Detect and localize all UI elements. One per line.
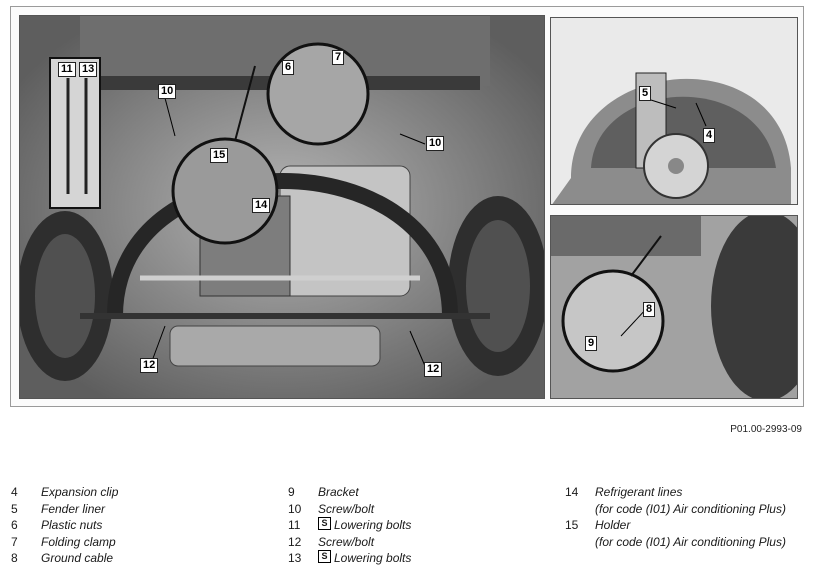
legend-text: Bracket: [318, 485, 359, 499]
legend-number: 13: [288, 551, 302, 565]
legend-text: Screw/bolt: [318, 501, 375, 516]
legend-number: 5: [11, 501, 18, 516]
callout-6: 6: [282, 60, 295, 75]
legend-item: 14 Refrigerant lines: [565, 484, 786, 501]
callout-11: 11: [58, 62, 76, 77]
legend-text: Screw/bolt: [318, 534, 375, 549]
legend-text: Fender liner: [41, 501, 106, 516]
callout-5: 5: [639, 86, 652, 101]
legend-item: 12 Screw/bolt: [288, 534, 411, 551]
legend-item: 8 Ground cable: [11, 550, 118, 567]
callout-13: 13: [79, 62, 98, 77]
legend-number: 9: [288, 485, 295, 499]
callout-15: 15: [210, 148, 229, 163]
legend-text: Expansion clip: [41, 485, 119, 499]
legend-number: 8: [11, 551, 18, 565]
legend-text: Lowering bolts: [334, 518, 412, 532]
legend-text: Plastic nuts: [41, 518, 103, 532]
special-tool-icon: S: [318, 517, 331, 530]
main-photo-illustration: [20, 16, 544, 398]
legend-text: Refrigerant lines: [595, 485, 683, 499]
legend-number: 7: [11, 534, 18, 549]
callout-10-left: 10: [158, 84, 177, 99]
legend-text: Lowering bolts: [334, 551, 412, 565]
legend-number: 11: [288, 518, 301, 532]
legend-text: Folding clamp: [41, 534, 116, 549]
top-right-photo-illustration: [551, 18, 797, 204]
legend-item: 15 Holder: [565, 517, 786, 534]
callout-8: 8: [643, 302, 656, 317]
legend-column-3: 14 Refrigerant lines (for code (I01) Air …: [565, 484, 786, 550]
legend-item: 7 Folding clamp: [11, 534, 118, 551]
callout-7: 7: [332, 50, 345, 65]
main-photo: 11 13 10 6 7 10 15 14 12 12: [19, 15, 545, 399]
legend-item: 10 Screw/bolt: [288, 501, 411, 518]
bottom-right-photo-illustration: [551, 216, 797, 398]
legend-column-1: 4 Expansion clip 5 Fender liner 6 Plastic n…: [11, 484, 118, 567]
legend-text: Holder: [595, 518, 631, 532]
special-tool-icon: S: [318, 550, 331, 563]
legend-number: 12: [288, 534, 302, 549]
callout-10-right: 10: [426, 136, 445, 151]
callout-12-left: 12: [140, 358, 159, 373]
callout-9: 9: [585, 336, 598, 351]
legend-item: 6 Plastic nuts: [11, 517, 118, 534]
legend-item: 5 Fender liner: [11, 501, 118, 518]
legend-number: 15: [565, 518, 579, 532]
legend-number: 10: [288, 501, 302, 516]
callout-14: 14: [252, 198, 271, 213]
legend-subtext: (for code (I01) Air conditioning Plus): [595, 534, 786, 549]
bottom-right-photo: 8 9: [550, 215, 798, 399]
callout-12-right: 12: [424, 362, 443, 377]
legend-number: 14: [565, 485, 579, 499]
legend-item: 9 Bracket: [288, 484, 411, 501]
legend-text: Ground cable: [41, 551, 114, 565]
figure-frame: 11 13 10 6 7 10 15 14 12 12 5 4: [10, 6, 804, 407]
legend-number: 4: [11, 485, 18, 499]
legend-subtext: (for code (I01) Air conditioning Plus): [595, 501, 786, 516]
callout-4: 4: [703, 128, 716, 143]
figure-code: P01.00-2993-09: [730, 424, 802, 435]
top-right-photo: 5 4: [550, 17, 798, 205]
legend-item: 4 Expansion clip: [11, 484, 118, 501]
legend-number: 6: [11, 518, 18, 532]
